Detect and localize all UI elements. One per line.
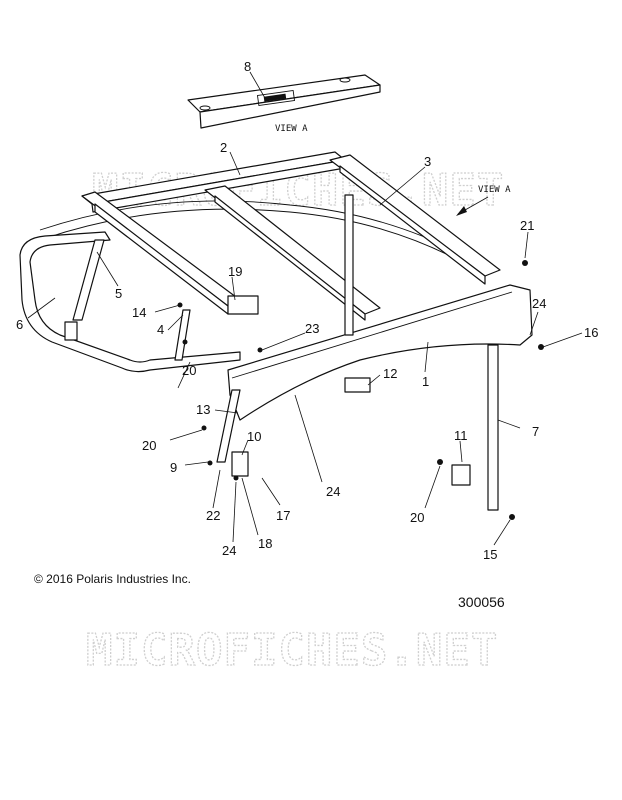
rear-post bbox=[344, 194, 354, 336]
callout-11: 11 bbox=[454, 428, 468, 443]
part-12-bracket bbox=[344, 377, 371, 393]
part-19-bracket bbox=[227, 295, 259, 315]
callout-9: 9 bbox=[170, 460, 177, 475]
callout-22: 22 bbox=[206, 508, 220, 523]
callout-19: 19 bbox=[228, 264, 242, 279]
callout-18: 18 bbox=[258, 536, 272, 551]
watermark-bottom: MICROFICHES.NET bbox=[86, 625, 498, 676]
callout-24-c: 24 bbox=[222, 543, 236, 558]
callout-15: 15 bbox=[483, 547, 497, 562]
callout-3: 3 bbox=[424, 154, 431, 169]
callout-20-b: 20 bbox=[142, 438, 156, 453]
callout-21: 21 bbox=[520, 218, 534, 233]
part-3-crossbars bbox=[81, 154, 501, 321]
callout-1: 1 bbox=[422, 374, 429, 389]
part-10-bracket bbox=[231, 451, 249, 477]
part-1-side-panel bbox=[227, 284, 533, 421]
callout-10: 10 bbox=[247, 429, 261, 444]
callout-16: 16 bbox=[584, 325, 598, 340]
callout-4: 4 bbox=[157, 322, 164, 337]
callout-13: 13 bbox=[196, 402, 210, 417]
callout-8: 8 bbox=[244, 59, 251, 74]
callout-20-a: 20 bbox=[182, 363, 196, 378]
view-a-label: VIEW A bbox=[275, 124, 308, 134]
callout-23: 23 bbox=[305, 321, 319, 336]
callout-5: 5 bbox=[115, 286, 122, 301]
callout-7: 7 bbox=[532, 424, 539, 439]
callout-24-a: 24 bbox=[532, 296, 546, 311]
callout-14: 14 bbox=[132, 305, 146, 320]
callout-2: 2 bbox=[220, 140, 227, 155]
part-13-strut bbox=[216, 389, 241, 463]
part-6-front-bow bbox=[19, 231, 241, 373]
part-7-post bbox=[487, 344, 499, 511]
callout-6: 6 bbox=[16, 317, 23, 332]
copyright-text: © 2016 Polaris Industries Inc. bbox=[34, 572, 191, 586]
part-5-strut bbox=[72, 239, 105, 321]
callout-20-c: 20 bbox=[410, 510, 424, 525]
part-4-strut bbox=[174, 309, 191, 361]
view-a-arrow-label: VIEW A bbox=[478, 185, 511, 195]
callout-17: 17 bbox=[276, 508, 290, 523]
callout-labels: 8 2 3 21 19 14 4 5 6 23 20 24 16 1 12 13… bbox=[16, 59, 598, 562]
callout-12: 12 bbox=[383, 366, 397, 381]
diagram-number: 300056 bbox=[458, 594, 505, 610]
callout-24-b: 24 bbox=[326, 484, 340, 499]
leader-lines bbox=[27, 71, 583, 546]
hardware-fasteners bbox=[177, 260, 544, 520]
part-8-view-a bbox=[187, 74, 381, 129]
part-11-bracket bbox=[451, 464, 471, 486]
